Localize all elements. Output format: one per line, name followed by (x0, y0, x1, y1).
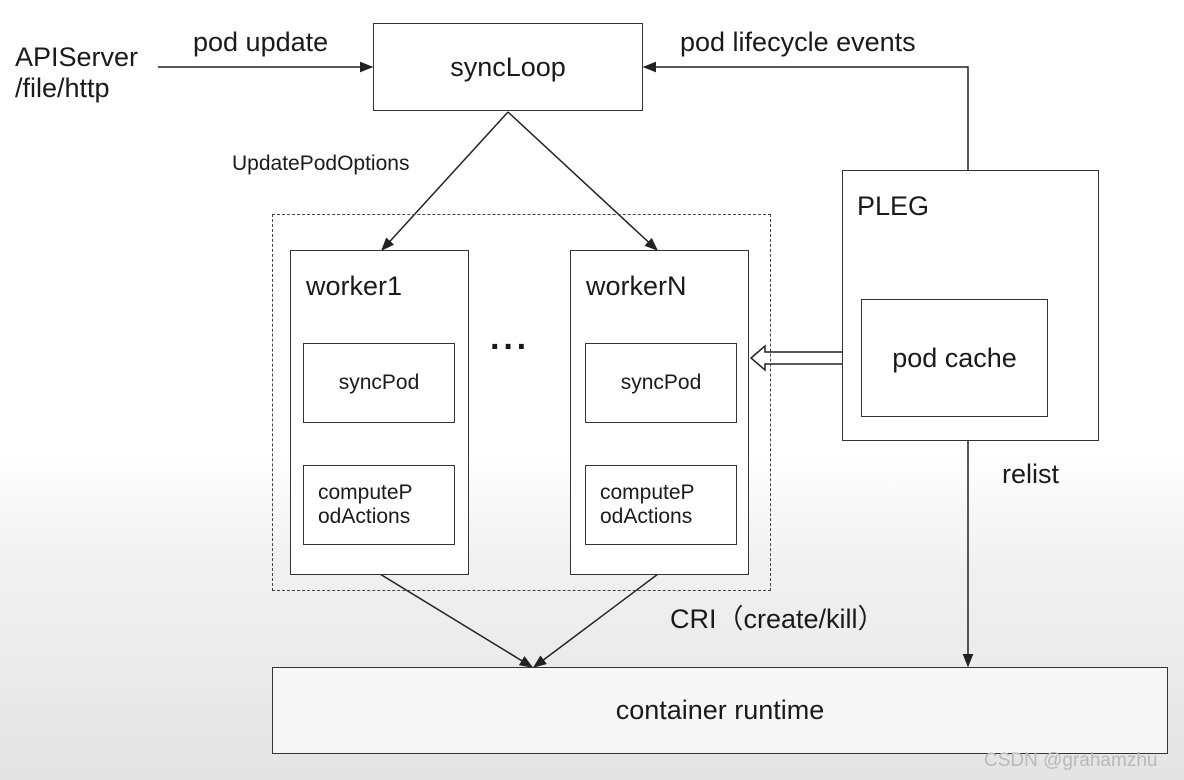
apiserver-source-label: APIServer /file/http (15, 42, 138, 104)
pleg-title: PLEG (857, 191, 930, 221)
more-workers-ellipsis: ··· (490, 328, 530, 366)
container-runtime-box: container runtime (272, 667, 1168, 754)
csdn-watermark: CSDN @grahamzhu (984, 750, 1158, 771)
file-http-label: /file/http (15, 73, 110, 104)
workern-compute-box: computeP odActions (585, 465, 737, 545)
workern-compute-label-line2: odActions (600, 505, 693, 528)
worker1-compute-box: computeP odActions (303, 465, 455, 545)
apiserver-label: APIServer (15, 42, 139, 72)
pod-lifecycle-events-arrow (642, 61, 969, 170)
workern-box: workerN syncPod computeP odActions (570, 250, 749, 575)
workern-syncpod-box: syncPod (585, 343, 737, 423)
update-pod-options-label: UpdatePodOptions (232, 152, 410, 175)
workern-title: workerN (586, 271, 687, 301)
worker-pool-group (272, 214, 771, 591)
worker1-compute-label-line1: computeP (318, 481, 413, 504)
syncloop-box: syncLoop (373, 23, 643, 111)
worker1-title: worker1 (306, 271, 403, 301)
workern-compute-label-line1: computeP (600, 481, 695, 504)
workern-syncpod-label: syncPod (620, 371, 702, 394)
worker1-syncpod-label: syncPod (338, 371, 420, 394)
pod-cache-label: pod cache (892, 342, 1017, 373)
container-runtime-label: container runtime (615, 695, 825, 725)
pod-lifecycle-events-label: pod lifecycle events (680, 27, 916, 57)
pleg-box: PLEG pod cache (842, 170, 1099, 441)
worker1-box: worker1 syncPod computeP odActions (290, 250, 469, 575)
worker1-compute-label-line2: odActions (318, 505, 411, 528)
pod-cache-box: pod cache (861, 299, 1048, 417)
pod-update-label: pod update (193, 27, 329, 57)
syncloop-label: syncLoop (450, 51, 566, 82)
cri-label: CRI（create/kill） (670, 604, 885, 634)
worker1-syncpod-box: syncPod (303, 343, 455, 423)
relist-label: relist (1002, 459, 1060, 489)
